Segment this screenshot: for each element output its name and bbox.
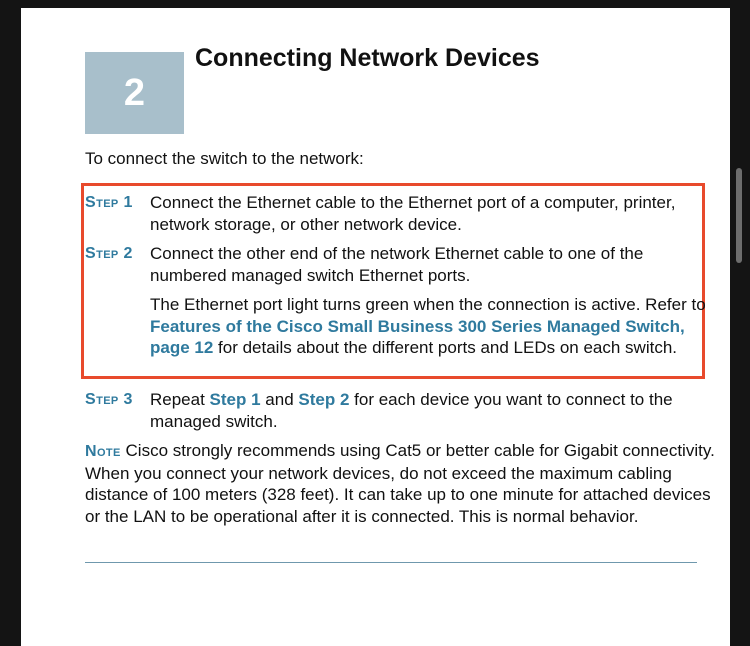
step-2-link[interactable]: Step 2 — [298, 390, 350, 409]
chapter-number: 2 — [123, 71, 146, 114]
step-1-label: Step 1 — [85, 194, 133, 211]
step-2: Step 2 Connect the other end of the netw… — [85, 243, 725, 383]
chapter-title: Connecting Network Devices — [195, 44, 540, 72]
step-2-label: Step 2 — [85, 245, 133, 262]
step-3-text-middle: and — [260, 390, 299, 409]
step-2-detail: The Ethernet port light turns green when… — [150, 294, 710, 359]
step-3-text-before: Repeat — [150, 390, 210, 409]
document-page: 2 Connecting Network Devices To connect … — [21, 8, 730, 646]
note-paragraph: Note Cisco strongly recommends using Cat… — [85, 440, 715, 527]
step-2-detail-suffix: for details about the different ports an… — [213, 338, 677, 357]
step-3-text-after: for each device you want to connect to t… — [150, 390, 673, 431]
step-1-text: Connect the Ethernet cable to the Ethern… — [150, 193, 676, 234]
note-text: Cisco strongly recommends using Cat5 or … — [85, 441, 715, 526]
features-link[interactable]: Features of the Cisco Small Business 300… — [150, 316, 685, 358]
intro-text: To connect the switch to the network: — [85, 149, 364, 168]
chapter-number-box: 2 — [85, 52, 184, 134]
step-2-text: Connect the other end of the network Eth… — [150, 244, 644, 285]
note-label: Note — [85, 443, 121, 460]
step-1: Step 1 Connect the Ethernet cable to the… — [85, 192, 725, 236]
step-3: Step 3 Repeat Step 1 and Step 2 for each… — [85, 389, 725, 433]
highlight-box — [81, 183, 705, 379]
vertical-scrollbar[interactable] — [736, 168, 742, 263]
step-3-label: Step 3 — [85, 391, 133, 408]
step-1-link[interactable]: Step 1 — [209, 390, 261, 409]
section-divider — [85, 562, 697, 563]
step-3-text: Repeat Step 1 and Step 2 for each device… — [150, 389, 710, 432]
step-2-detail-prefix: The Ethernet port light turns green when… — [150, 295, 706, 314]
